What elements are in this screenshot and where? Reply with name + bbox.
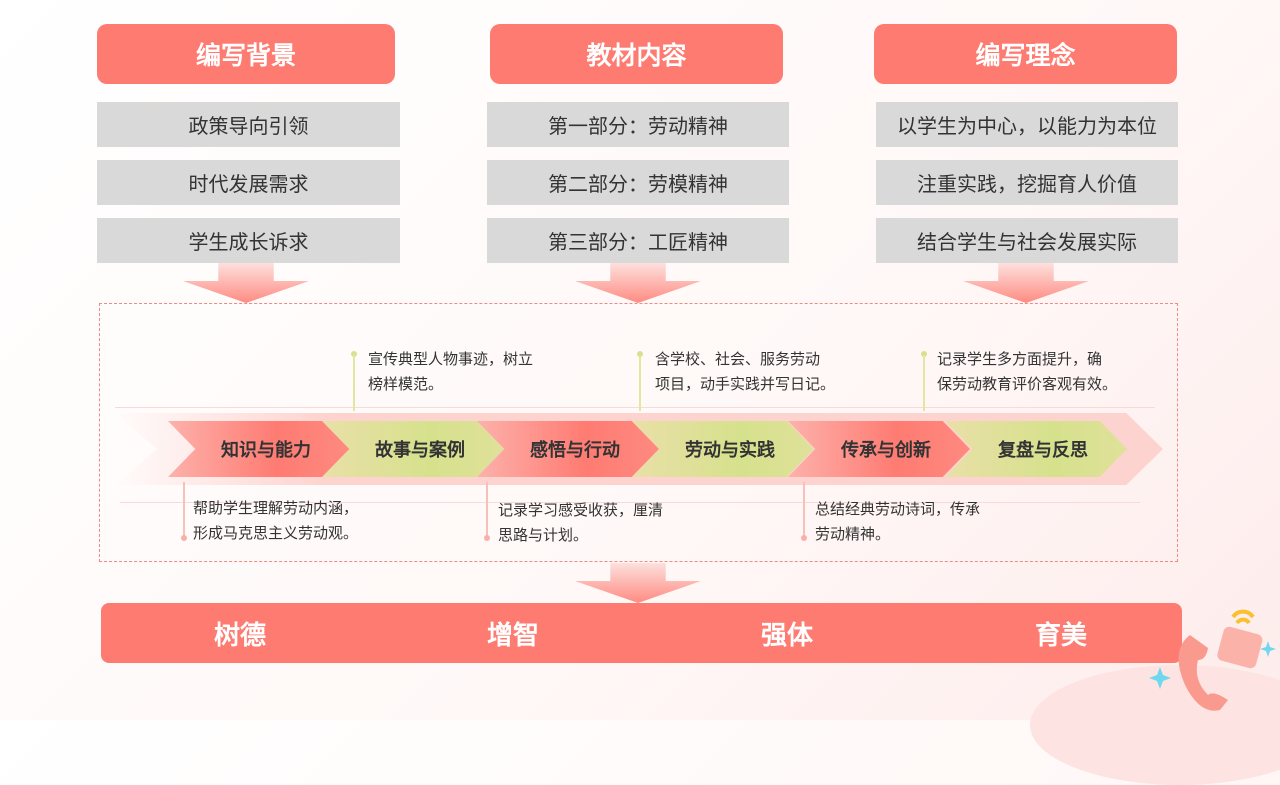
down-arrow-icon (575, 563, 701, 603)
column-header-philosophy: 编写理念 (874, 24, 1177, 84)
marker-dot (484, 535, 490, 541)
divider (120, 502, 1140, 503)
connector-line (486, 482, 488, 538)
background-item: 政策导向引领 (97, 102, 400, 147)
philosophy-item: 注重实践，挖掘育人价值 (876, 160, 1178, 205)
note-line: 保劳动教育评价客观有效。 (937, 375, 1118, 393)
background-item: 学生成长诉求 (97, 218, 400, 263)
connector-line (923, 355, 925, 411)
connector-line (639, 355, 641, 411)
content-item: 第二部分：劳模精神 (487, 160, 789, 205)
connector-line (183, 482, 185, 538)
content-item: 第一部分：劳动精神 (487, 102, 789, 147)
note-knowledge: 帮助学生理解劳动内涵， 形成马克思主义劳动观。 (193, 496, 358, 546)
note-line: 项目，动手实践并写日记。 (655, 375, 836, 393)
note-line: 劳动精神。 (815, 525, 891, 543)
down-arrow-icon (183, 263, 309, 303)
note-line: 思路与计划。 (498, 526, 589, 544)
note-stories: 宣传典型人物事迹，树立榜样模范。 (368, 347, 533, 397)
note-inheritance: 总结经典劳动诗词，传承劳动精神。 (815, 497, 980, 547)
step-reflection-action: 感悟与行动 (477, 421, 659, 477)
step-practice: 劳动与实践 (632, 421, 814, 477)
marker-dot (637, 351, 643, 357)
note-line: 形成马克思主义劳动观。 (193, 524, 359, 542)
note-review: 记录学生多方面提升，确保劳动教育评价客观有效。 (937, 347, 1117, 397)
process-frame (99, 303, 1178, 562)
down-arrow-icon (963, 263, 1089, 303)
note-reflection: 记录学习感受收获，厘清思路与计划。 (498, 498, 663, 548)
column-header-background: 编写背景 (97, 24, 395, 84)
connector-line (353, 355, 355, 411)
down-arrow-icon (575, 263, 701, 303)
goal-morality: 树德 (213, 620, 266, 651)
goals-bar (101, 603, 1182, 663)
note-line: 含学校、社会、服务劳动 (655, 350, 821, 368)
step-review: 复盘与反思 (945, 421, 1127, 477)
marker-dot (921, 351, 927, 357)
content-item: 第三部分：工匠精神 (487, 218, 789, 263)
note-practice: 含学校、社会、服务劳动项目，动手实践并写日记。 (655, 347, 835, 397)
divider (115, 407, 1155, 408)
marker-dot (351, 351, 357, 357)
connector-line (803, 482, 805, 538)
marker-dot (181, 535, 187, 541)
goal-intellect: 增智 (486, 620, 539, 651)
marker-dot (801, 535, 807, 541)
note-line: 帮助学生理解劳动内涵， (193, 499, 359, 517)
step-stories: 故事与案例 (322, 421, 504, 477)
step-knowledge: 知识与能力 (168, 421, 350, 477)
note-line: 记录学生多方面提升，确 (937, 350, 1103, 368)
philosophy-item: 结合学生与社会发展实际 (876, 218, 1178, 263)
note-line: 总结经典劳动诗词，传承 (815, 500, 981, 518)
background-item: 时代发展需求 (97, 160, 400, 205)
note-line: 宣传典型人物事迹，树立 (368, 350, 534, 368)
goal-physique: 强体 (760, 620, 813, 651)
philosophy-item: 以学生为中心，以能力为本位 (876, 102, 1178, 147)
goal-aesthetics: 育美 (1034, 620, 1087, 651)
note-line: 记录学习感受收获，厘清 (498, 501, 664, 519)
phone-icon (1149, 609, 1276, 711)
note-line: 榜样模范。 (368, 375, 444, 393)
column-header-content: 教材内容 (490, 24, 783, 84)
step-inheritance: 传承与创新 (788, 421, 970, 477)
